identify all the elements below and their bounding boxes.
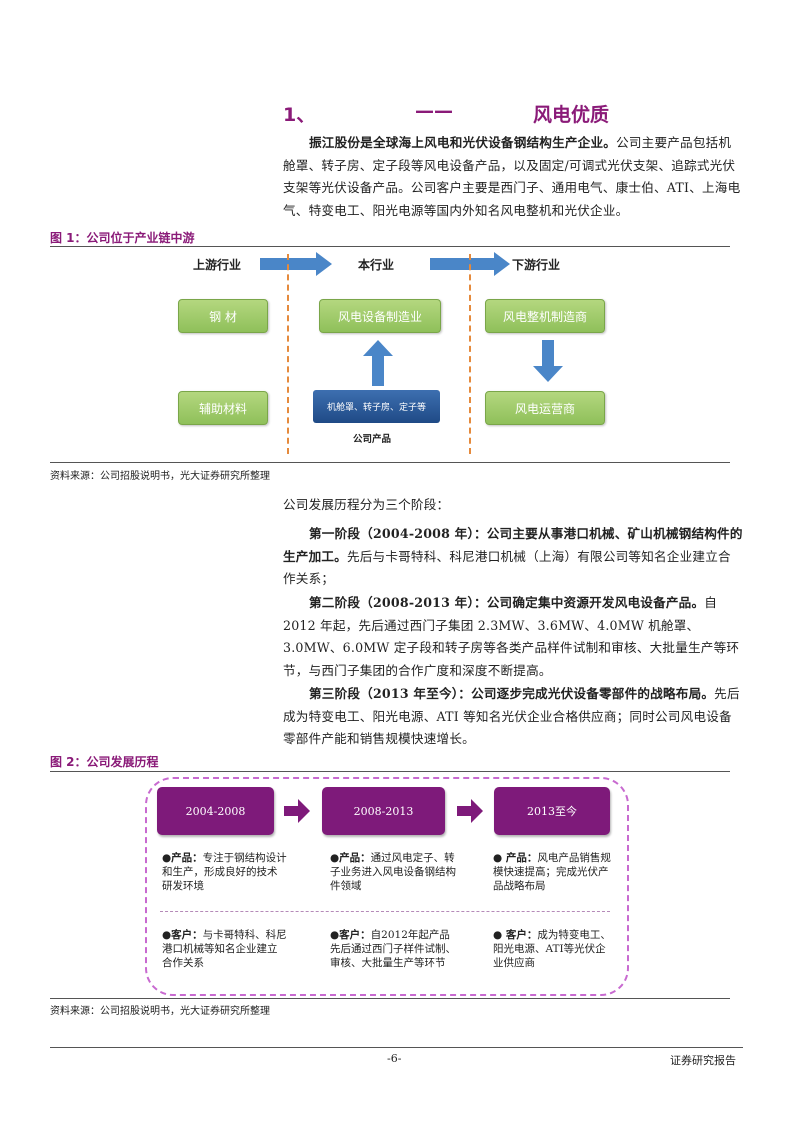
period3-product: ● 产品：风电产品销售规模快速提高；完成光伏产品战略布局	[493, 851, 611, 893]
manufacturing-box: 风电设备制造业	[319, 299, 441, 333]
product-label: ●产品：	[330, 852, 371, 864]
customer-label: ●客户：	[162, 929, 203, 941]
intro-text: 公司主要产品包括机舱罩、转子房、定子段等风电设备产品，以及固定/可调式光伏支架、…	[283, 135, 741, 218]
figure1-source: 资料来源：公司招股说明书，光大证券研究所整理	[50, 471, 270, 482]
figure1-title: 图 1：公司位于产业链中游	[50, 231, 195, 245]
product-text: 风电产品销售规模快速提高；完成光伏产品战略布局	[493, 852, 611, 892]
period2-customer: ●客户：自2012年起产品先后通过西门子样件试制、审核、大批量生产等环节	[330, 928, 460, 970]
page-number: -6-	[387, 1052, 402, 1065]
phase2-paragraph: 第二阶段（2008-2013 年）：公司确定集中资源开发风电设备产品。自 201…	[283, 592, 743, 682]
stage-current-label: 本行业	[358, 258, 395, 272]
stage-upstream-label: 上游行业	[193, 258, 242, 272]
right-arrow-icon	[260, 252, 332, 276]
divider-line	[287, 254, 289, 454]
intro-paragraph: 振江股份是全球海上风电和光伏设备钢结构生产企业。公司主要产品包括机舱罩、转子房、…	[283, 132, 743, 222]
history-frame	[145, 777, 629, 996]
phase2-text: 自 2012 年起，先后通过西门子集团 2.3MW、3.6MW、4.0MW 机舱…	[283, 595, 740, 678]
figure2-bottom-rule	[50, 998, 730, 999]
section-title: 风电优质	[533, 104, 610, 126]
aux-material-box: 辅助材料	[178, 391, 268, 425]
period-box-1: 2004-2008	[157, 787, 274, 835]
oem-box: 风电整机制造商	[485, 299, 605, 333]
product-text: 专注于钢结构设计和生产，形成良好的技术研发环境	[162, 852, 287, 892]
section-heading: 1、 —— 风电优质	[283, 100, 733, 128]
section-number: 1、	[283, 104, 316, 126]
figure2-source: 资料来源：公司招股说明书，光大证券研究所整理	[50, 1006, 270, 1017]
period1-customer: ●客户：与卡哥特科、科尼港口机械等知名企业建立合作关系	[162, 928, 287, 970]
figure1-top-rule	[50, 246, 730, 247]
right-arrow-icon	[284, 799, 310, 823]
phase1-text: 先后与卡哥特科、科尼港口机械（上海）有限公司等知名企业建立合作关系；	[283, 548, 731, 587]
phase3-bold: 第三阶段（2013 年至今）：公司逐步完成光伏设备零部件的战略布局。	[309, 686, 715, 701]
customer-text: 与卡哥特科、科尼港口机械等知名企业建立合作关系	[162, 929, 287, 969]
steel-box: 钢 材	[178, 299, 268, 333]
divider-line	[469, 254, 471, 454]
period-box-2: 2008-2013	[322, 787, 445, 835]
phase2-bold: 第二阶段（2008-2013 年）：公司确定集中资源开发风电设备产品。	[309, 595, 705, 610]
customer-label: ● 客户：	[493, 929, 538, 941]
period-box-3: 2013至今	[494, 787, 610, 835]
up-arrow-icon	[363, 340, 393, 386]
phase1-paragraph: 第一阶段（2004-2008 年）：公司主要从事港口机械、矿山机械钢结构件的生产…	[283, 523, 743, 591]
customer-label: ●客户：	[330, 929, 371, 941]
footer-rule	[50, 1047, 743, 1048]
product-label: ● 产品：	[493, 852, 538, 864]
period3-customer: ● 客户：成为特变电工、阳光电源、ATI等光伏企业供应商	[493, 928, 611, 970]
intro-bold: 振江股份是全球海上风电和光伏设备钢结构生产企业。	[309, 135, 617, 150]
company-products-box: 机舱罩、转子房、定子等	[313, 390, 440, 423]
history-intro: 公司发展历程分为三个阶段：	[283, 497, 450, 512]
period1-product: ●产品：专注于钢结构设计和生产，形成良好的技术研发环境	[162, 851, 287, 893]
stage-downstream-label: 下游行业	[512, 258, 561, 272]
product-label: ●产品：	[162, 852, 203, 864]
section-dash: ——	[415, 100, 453, 122]
row-separator	[160, 911, 610, 912]
operator-box: 风电运营商	[485, 391, 605, 425]
customer-text: 成为特变电工、阳光电源、ATI等光伏企业供应商	[493, 929, 611, 969]
report-type: 证券研究报告	[670, 1054, 736, 1067]
figure2-title: 图 2：公司发展历程	[50, 755, 159, 769]
phase3-text: 先后成为特变电工、阳光电源、ATI 等知名光伏企业合格供应商；同时公司风电设备零…	[283, 686, 740, 746]
figure1-bottom-rule	[50, 462, 730, 463]
figure1-diagram: 上游行业 本行业 下游行业 钢 材 辅助材料 风电设备制造业 机舱罩、转子房、定…	[50, 248, 730, 462]
figure2-top-rule	[50, 771, 730, 772]
phase3-paragraph: 第三阶段（2013 年至今）：公司逐步完成光伏设备零部件的战略布局。先后成为特变…	[283, 683, 743, 751]
phase1-bold: 第一阶段（2004-2008 年）：公司主要从事港口机械、矿山机械钢结构件的生产…	[283, 526, 743, 564]
company-products-label: 公司产品	[353, 434, 392, 445]
down-arrow-icon	[533, 340, 563, 382]
product-text: 通过风电定子、转子业务进入风电设备钢结构件领域	[330, 852, 456, 892]
customer-text: 自2012年起产品先后通过西门子样件试制、审核、大批量生产等环节	[330, 929, 456, 969]
right-arrow-icon	[457, 799, 483, 823]
period2-product: ●产品：通过风电定子、转子业务进入风电设备钢结构件领域	[330, 851, 460, 893]
